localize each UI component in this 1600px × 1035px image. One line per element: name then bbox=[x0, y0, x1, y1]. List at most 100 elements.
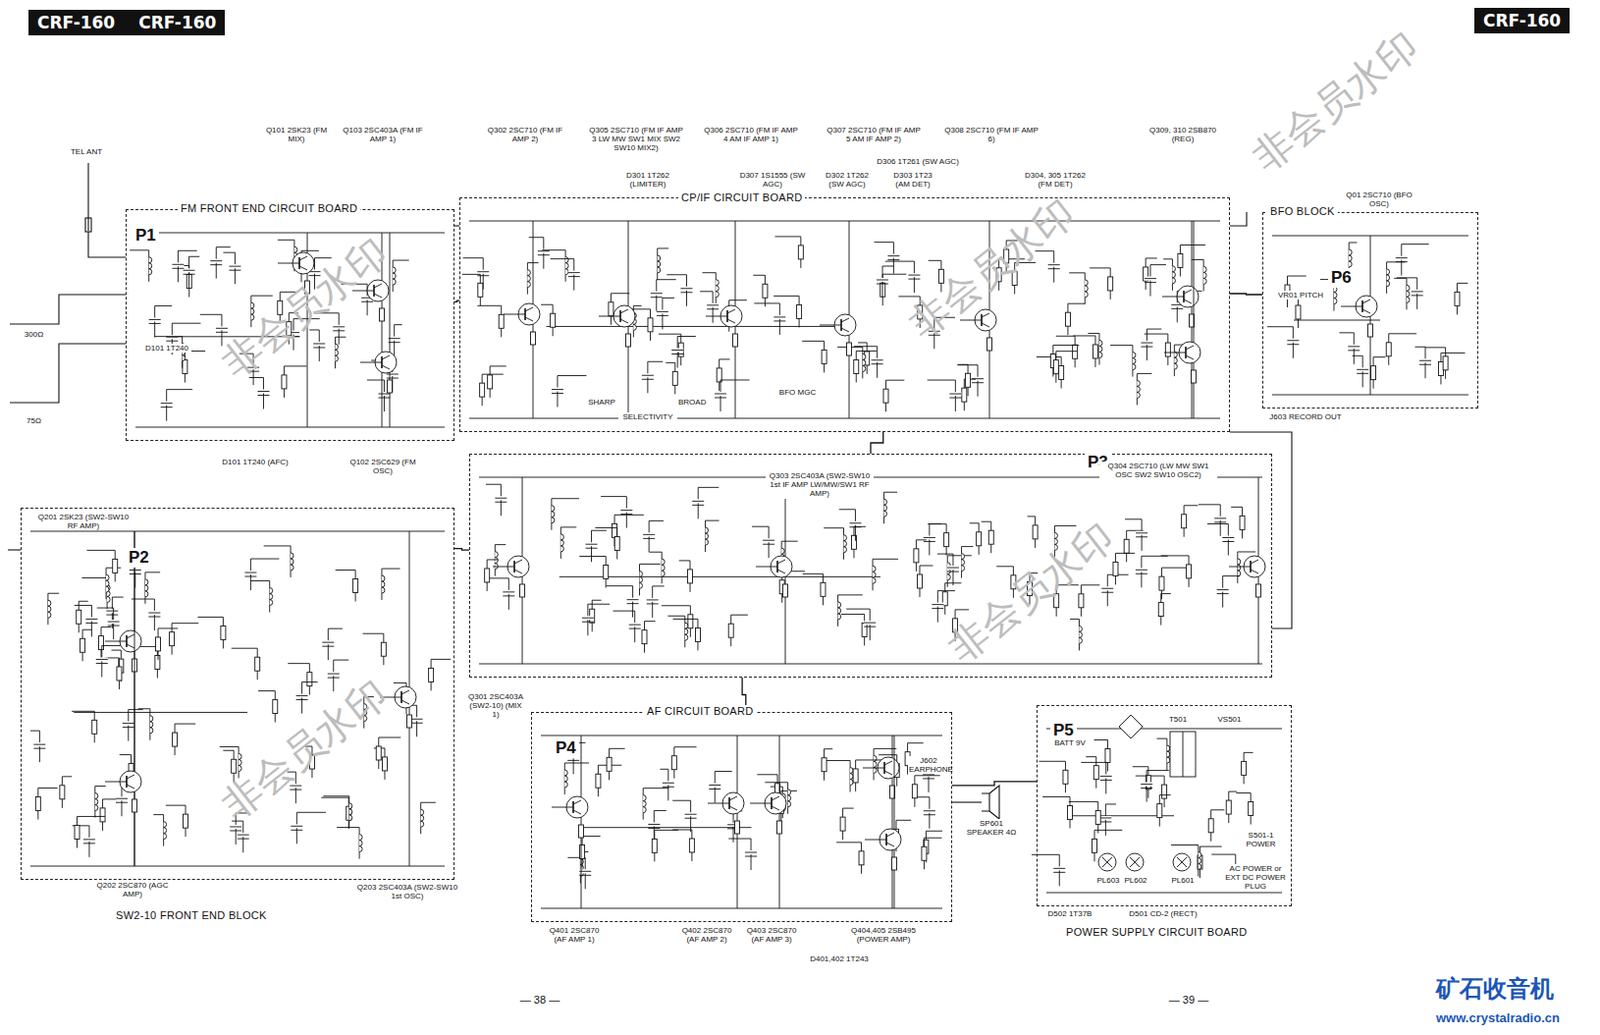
part-label: D501 CD-2 (RECT) bbox=[1119, 908, 1208, 918]
coil-symbol bbox=[838, 601, 842, 620]
part-label: BROAD bbox=[677, 397, 707, 407]
collector-wire bbox=[628, 220, 630, 311]
capacitor-gap bbox=[685, 811, 697, 816]
coil-symbol bbox=[661, 558, 665, 577]
component-wire bbox=[320, 797, 349, 799]
component-wire bbox=[665, 362, 675, 364]
transistor-emitter bbox=[841, 327, 850, 332]
part-label: Q309, 310 2SB870 (REG) bbox=[1138, 125, 1227, 144]
transistor-collector bbox=[1362, 299, 1371, 304]
capacitor-symbol bbox=[949, 397, 961, 399]
board-heading: FM FRONT END CIRCUIT BOARD bbox=[177, 202, 361, 215]
collector-wire bbox=[735, 220, 737, 311]
transistor-symbol bbox=[879, 828, 902, 851]
component-wire bbox=[872, 558, 899, 560]
component-wire bbox=[873, 747, 897, 749]
resistor-symbol bbox=[1371, 366, 1377, 380]
component-wire bbox=[647, 361, 663, 363]
base-wire bbox=[862, 767, 878, 769]
capacitor-symbol bbox=[33, 744, 46, 746]
component-wire bbox=[97, 607, 114, 609]
base-wire bbox=[755, 566, 771, 568]
transformer-symbol bbox=[1170, 731, 1196, 777]
capacitor-gap bbox=[107, 619, 120, 624]
component-wire bbox=[48, 592, 59, 594]
capacitor-symbol bbox=[386, 377, 399, 379]
capacitor-symbol bbox=[620, 509, 633, 511]
capacitor-gap bbox=[210, 259, 222, 264]
resistor-symbol bbox=[1162, 784, 1168, 799]
resistor-symbol bbox=[728, 623, 734, 638]
collector-wire bbox=[1370, 235, 1372, 301]
emitter-wire bbox=[894, 845, 896, 908]
component-wire bbox=[719, 358, 731, 360]
part-label: Q403 2SC870 (AF AMP 3) bbox=[742, 925, 801, 944]
capacitor-gap bbox=[714, 391, 727, 396]
component-wire bbox=[657, 247, 669, 249]
component-wire bbox=[327, 628, 343, 630]
component-wire bbox=[1146, 769, 1170, 771]
capacitor-symbol bbox=[1286, 339, 1299, 341]
board-wire bbox=[454, 548, 470, 550]
pilot-lamp bbox=[1098, 853, 1117, 871]
capacitor-gap bbox=[650, 291, 663, 296]
capacitor-gap bbox=[1099, 815, 1112, 820]
component-wire bbox=[632, 308, 651, 310]
transistor-symbol bbox=[1355, 295, 1378, 318]
capacitor-symbol bbox=[582, 617, 594, 619]
transistor-base bbox=[974, 320, 982, 321]
transistor-base bbox=[879, 839, 887, 841]
component-wire bbox=[250, 580, 270, 582]
capacitor-gap bbox=[662, 780, 675, 785]
transistor-emitter bbox=[525, 317, 534, 321]
collector-wire bbox=[581, 735, 583, 801]
component-wire bbox=[1179, 244, 1206, 246]
capacitor-symbol bbox=[244, 572, 257, 574]
component-wire bbox=[219, 746, 239, 747]
component-wire bbox=[1171, 844, 1199, 846]
capacitor-symbol bbox=[1140, 346, 1153, 348]
circuit-group bbox=[30, 220, 1469, 908]
board-heading: BFO BLOCK bbox=[1267, 205, 1338, 218]
transistor-collector bbox=[1185, 345, 1194, 350]
part-label: SELECTIVITY bbox=[618, 412, 678, 422]
transistor-base bbox=[119, 781, 127, 783]
part-label: 75Ω bbox=[21, 416, 47, 426]
capacitor-symbol bbox=[388, 337, 401, 339]
antenna-wire bbox=[88, 231, 126, 258]
component-wire bbox=[1068, 800, 1099, 802]
component-wire bbox=[153, 813, 163, 815]
signal-wire bbox=[1293, 320, 1381, 321]
capacitor-gap bbox=[656, 309, 669, 314]
capacitor-symbol bbox=[83, 838, 96, 840]
component-wire bbox=[1235, 792, 1251, 794]
capacitor-gap bbox=[849, 521, 861, 526]
resistor-symbol bbox=[1063, 769, 1068, 784]
component-wire bbox=[1136, 373, 1152, 374]
capacitor-symbol bbox=[244, 576, 257, 578]
capacitor-symbol bbox=[680, 291, 693, 293]
coil-symbol bbox=[106, 574, 109, 592]
emitter-wire bbox=[1193, 358, 1195, 419]
ground-rail bbox=[479, 663, 1263, 665]
component-wire bbox=[947, 554, 972, 556]
capacitor-symbol bbox=[477, 274, 489, 276]
part-label: BATT 9V bbox=[1050, 738, 1090, 747]
resistor-symbol bbox=[1072, 344, 1078, 359]
capacitor-symbol bbox=[849, 522, 861, 524]
capacitor-gap bbox=[1100, 773, 1113, 778]
resistor-symbol bbox=[944, 533, 950, 547]
resistor-symbol bbox=[579, 824, 585, 838]
component-wire bbox=[802, 573, 824, 575]
base-wire bbox=[1228, 566, 1244, 568]
component-wire bbox=[1267, 325, 1293, 327]
component-wire bbox=[1094, 829, 1122, 831]
capacitor-gap bbox=[641, 373, 654, 377]
component-wire bbox=[600, 495, 627, 497]
capacitor-symbol bbox=[1222, 536, 1234, 538]
resistor-symbol bbox=[272, 699, 278, 714]
board-wire bbox=[1229, 293, 1263, 295]
part-label: Q202 2SC870 (AGC AMP) bbox=[93, 880, 172, 899]
coil-symbol bbox=[850, 767, 854, 786]
component-wire bbox=[614, 514, 644, 516]
